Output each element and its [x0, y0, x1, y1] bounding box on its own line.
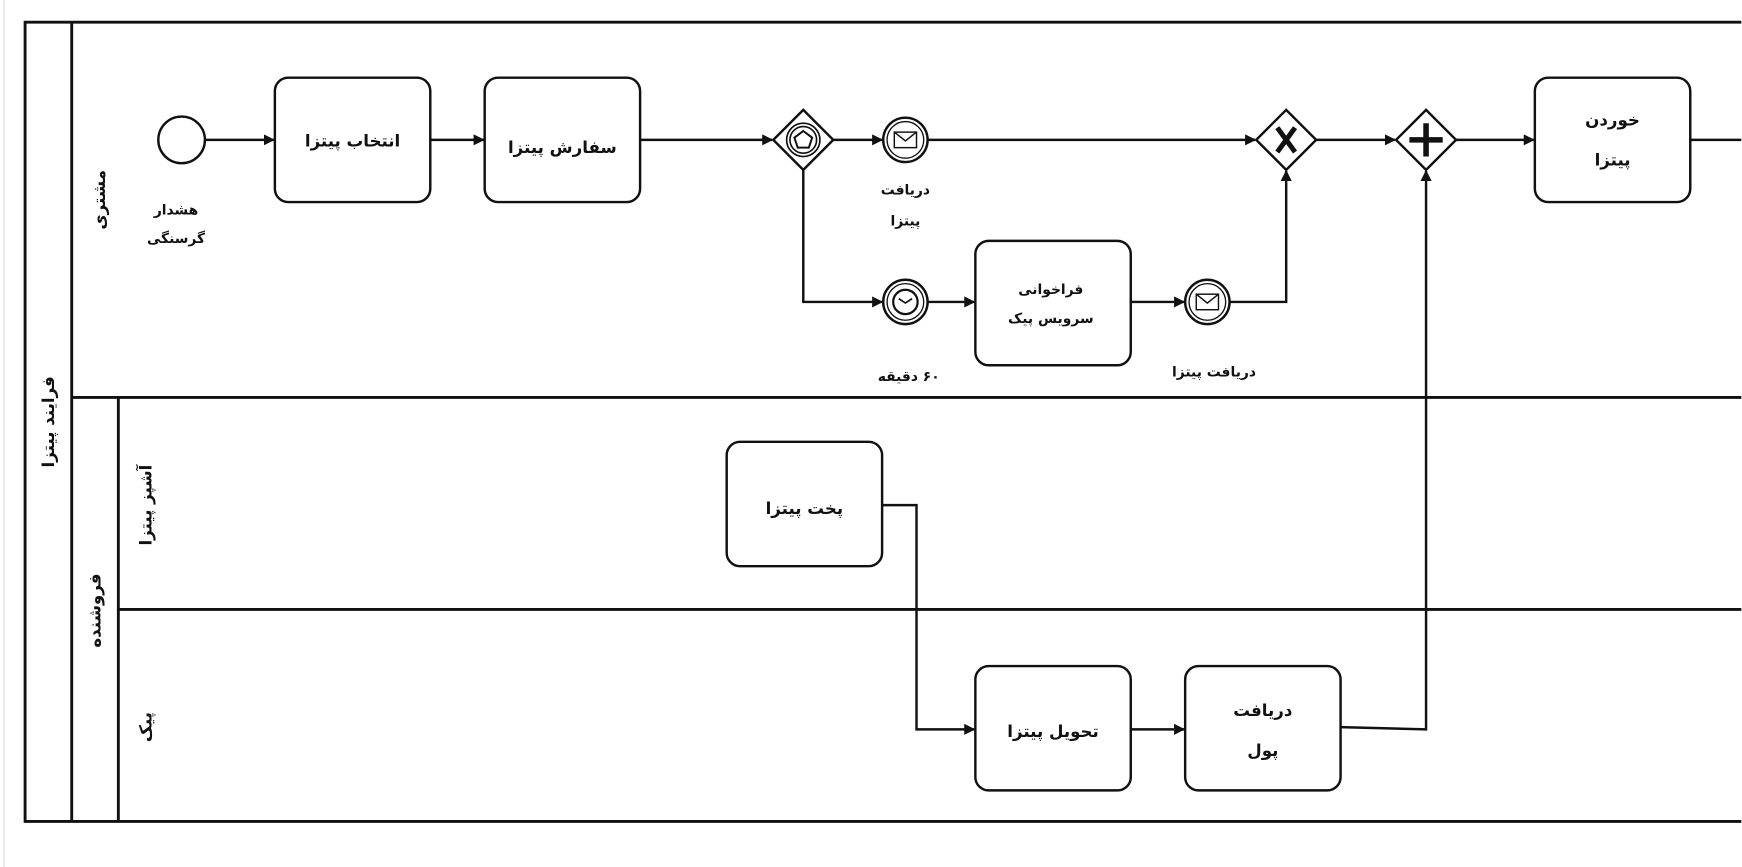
- exclusive-gateway[interactable]: [1254, 108, 1318, 172]
- start-event-label-1: هشدار: [153, 202, 198, 218]
- message-event-1-label-1: دریافت: [881, 182, 930, 198]
- message-event-2-label: دریافت پیتزا: [1172, 364, 1256, 380]
- parallel-gateway[interactable]: [1394, 108, 1458, 172]
- task-label-1: دریافت: [1233, 701, 1292, 720]
- envelope-icon: [1195, 293, 1220, 311]
- task-eat-pizza[interactable]: خوردن پیتزا: [1533, 76, 1692, 204]
- sequence-flows: [204, 134, 1742, 735]
- flow-money-parallel[interactable]: [1340, 169, 1432, 731]
- message-catch-event-1[interactable]: [881, 116, 929, 164]
- pool-label: فرایند پیتزا: [39, 376, 59, 467]
- task-call-courier[interactable]: فراخوانی سرویس پیک: [974, 239, 1132, 367]
- timer-event-label: ۶۰ دقیقه: [878, 369, 940, 385]
- lane-label-chef: آشپز پیتزا: [135, 463, 157, 545]
- flow-gateway-timer[interactable]: [802, 169, 884, 308]
- pool[interactable]: [23, 20, 1742, 823]
- pentagon-icon: [793, 129, 814, 149]
- message-event-1-label-2: پیتزا: [890, 213, 920, 229]
- task-label: تحویل پیتزا: [1007, 722, 1098, 742]
- task-label-2: پیتزا: [1595, 150, 1631, 170]
- task-deliver-pizza[interactable]: تحویل پیتزا: [974, 664, 1132, 792]
- task-label-2: سرویس پیک: [1008, 311, 1094, 327]
- clock-icon: [892, 288, 919, 316]
- timer-catch-event[interactable]: [881, 278, 929, 326]
- lane-label-customer: مشتری: [90, 170, 110, 230]
- event-based-gateway[interactable]: [771, 108, 835, 172]
- start-event[interactable]: [157, 115, 207, 165]
- flow-message-xor-2[interactable]: [1229, 169, 1292, 304]
- lane-label-courier: پیک: [137, 712, 157, 742]
- message-catch-event-2[interactable]: [1183, 278, 1231, 326]
- plus-icon: [1409, 123, 1443, 157]
- task-label: انتخاب پیتزا: [305, 132, 400, 152]
- lane-label-seller: فروشنده: [86, 573, 106, 647]
- task-bake-pizza[interactable]: پخت پیتزا: [725, 440, 884, 568]
- x-icon: [1275, 126, 1298, 154]
- task-label-1: خوردن: [1585, 110, 1640, 130]
- task-label: پخت پیتزا: [766, 499, 844, 519]
- task-select-pizza[interactable]: انتخاب پیتزا: [273, 76, 432, 204]
- task-receive-money[interactable]: دریافت پول: [1183, 664, 1342, 792]
- flow-bake-deliver[interactable]: [882, 503, 976, 735]
- start-event-label-2: گرسنگی: [147, 230, 206, 247]
- task-label-1: فراخوانی: [1018, 282, 1083, 298]
- task-label-2: پول: [1247, 741, 1278, 761]
- envelope-icon: [893, 131, 918, 149]
- task-order-pizza[interactable]: سفارش پیتزا: [483, 76, 642, 204]
- task-label: سفارش پیتزا: [508, 138, 617, 158]
